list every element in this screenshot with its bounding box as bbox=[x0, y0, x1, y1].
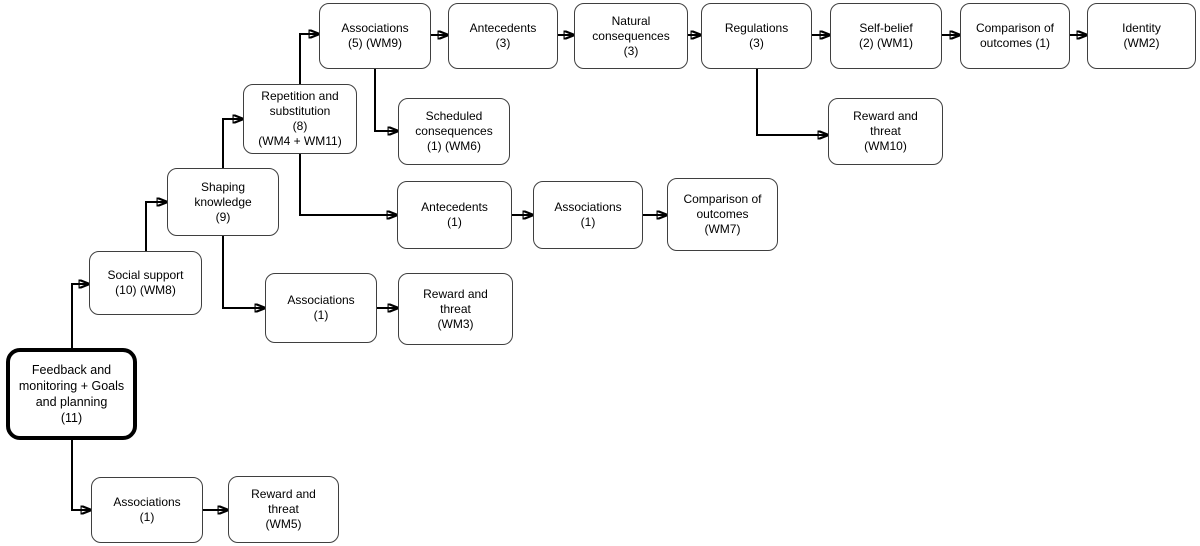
connector-shaping-knowledge-to-associations-wm3-row bbox=[222, 236, 265, 308]
node-label: Repetition and substitution (8) (WM4 + W… bbox=[258, 89, 342, 148]
node-antecedents-3: Antecedents (3) bbox=[448, 3, 558, 69]
node-self-belief-2-wm1: Self-belief (2) (WM1) bbox=[830, 3, 942, 69]
node-label: Identity (WM2) bbox=[1122, 21, 1161, 50]
node-scheduled-consequences-1-wm6: Scheduled consequences (1) (WM6) bbox=[398, 98, 510, 165]
node-label: Social support (10) (WM8) bbox=[107, 268, 184, 297]
node-identity-wm2: Identity (WM2) bbox=[1087, 3, 1196, 69]
node-label: Associations (1) bbox=[287, 293, 355, 322]
connector-feedback-to-associations-bottom bbox=[71, 440, 91, 510]
node-label: Reward and threat (WM10) bbox=[853, 109, 918, 153]
node-label: Natural consequences (3) bbox=[592, 13, 670, 58]
node-label: Associations (5) (WM9) bbox=[341, 21, 409, 50]
connector-regulations-to-reward-threat-wm10 bbox=[756, 69, 828, 135]
node-label: Self-belief (2) (WM1) bbox=[859, 21, 913, 50]
node-label: Associations (1) bbox=[113, 495, 181, 524]
node-label: Reward and threat (WM3) bbox=[423, 286, 488, 331]
node-antecedents-1: Antecedents (1) bbox=[397, 181, 512, 249]
node-reward-and-threat-wm5: Reward and threat (WM5) bbox=[228, 476, 339, 543]
node-label: Feedback and monitoring + Goals and plan… bbox=[18, 363, 125, 425]
node-label: Antecedents (3) bbox=[469, 21, 537, 50]
node-regulations-3: Regulations (3) bbox=[701, 3, 812, 69]
node-comparison-of-outcomes-wm7: Comparison of outcomes (WM7) bbox=[667, 178, 778, 251]
node-label: Regulations (3) bbox=[724, 21, 789, 50]
node-associations-1-mid: Associations (1) bbox=[533, 181, 643, 249]
node-natural-consequences-3: Natural consequences (3) bbox=[574, 3, 688, 69]
node-label: Antecedents (1) bbox=[421, 200, 488, 229]
node-associations-1-bottom: Associations (1) bbox=[91, 477, 203, 543]
connector-repetition-to-antecedents-1 bbox=[299, 154, 397, 215]
node-label: Comparison of outcomes (1) bbox=[975, 21, 1055, 50]
node-label: Shaping knowledge (9) bbox=[194, 179, 252, 224]
connector-social-support-to-shaping-knowledge bbox=[145, 202, 167, 251]
node-reward-and-threat-wm3: Reward and threat (WM3) bbox=[398, 273, 513, 345]
node-label: Reward and threat (WM5) bbox=[251, 487, 316, 531]
node-label: Comparison of outcomes (WM7) bbox=[683, 192, 762, 236]
connector-associations-wm9-to-scheduled-consequences bbox=[374, 69, 398, 131]
node-label: Scheduled consequences (1) (WM6) bbox=[415, 109, 493, 153]
node-label: Associations (1) bbox=[554, 200, 622, 229]
node-comparison-of-outcomes-1: Comparison of outcomes (1) bbox=[960, 3, 1070, 69]
node-social-support-10-wm8: Social support (10) (WM8) bbox=[89, 251, 202, 315]
node-repetition-and-substitution-8: Repetition and substitution (8) (WM4 + W… bbox=[243, 84, 357, 154]
node-feedback-and-monitoring-goals-and-planning-11: Feedback and monitoring + Goals and plan… bbox=[6, 348, 137, 440]
connector-feedback-to-social-support bbox=[71, 284, 89, 348]
node-shaping-knowledge-9: Shaping knowledge (9) bbox=[167, 168, 279, 236]
node-associations-5-wm9: Associations (5) (WM9) bbox=[319, 3, 431, 69]
connector-shaping-knowledge-to-repetition bbox=[222, 119, 243, 168]
connector-repetition-to-associations-wm9 bbox=[299, 34, 319, 84]
node-reward-and-threat-wm10: Reward and threat (WM10) bbox=[828, 98, 943, 165]
node-associations-1-wm3-row: Associations (1) bbox=[265, 273, 377, 343]
